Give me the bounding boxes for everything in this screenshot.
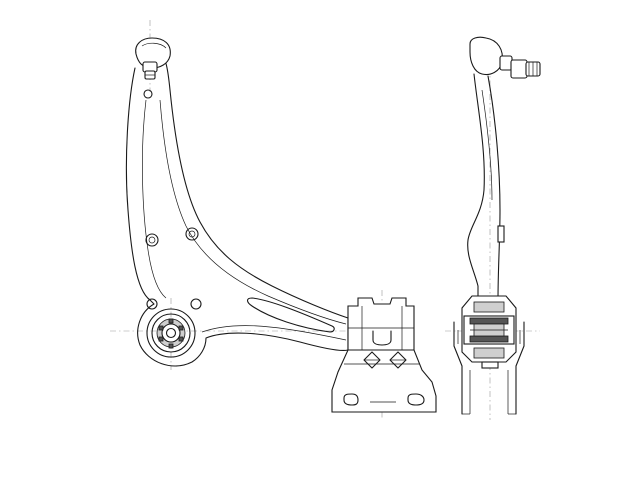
center-lines <box>110 20 383 420</box>
side-arm-body <box>467 73 501 301</box>
ball-joint-icon <box>469 36 541 79</box>
arm-inner-flange-left <box>142 99 167 299</box>
plan-view <box>110 20 437 420</box>
rear-bushing-bracket-icon <box>331 297 437 413</box>
bushing-section-icon <box>453 295 525 415</box>
assembly-holes <box>143 89 202 310</box>
arm-inner-flange-bottom <box>201 325 347 341</box>
arm-outer-contour <box>125 49 349 367</box>
arm-inner-flange-right <box>159 99 347 325</box>
lightening-slot <box>246 297 335 333</box>
ball-joint-icon <box>135 37 171 80</box>
front-bushing-icon <box>146 308 196 358</box>
side-view <box>445 36 541 420</box>
